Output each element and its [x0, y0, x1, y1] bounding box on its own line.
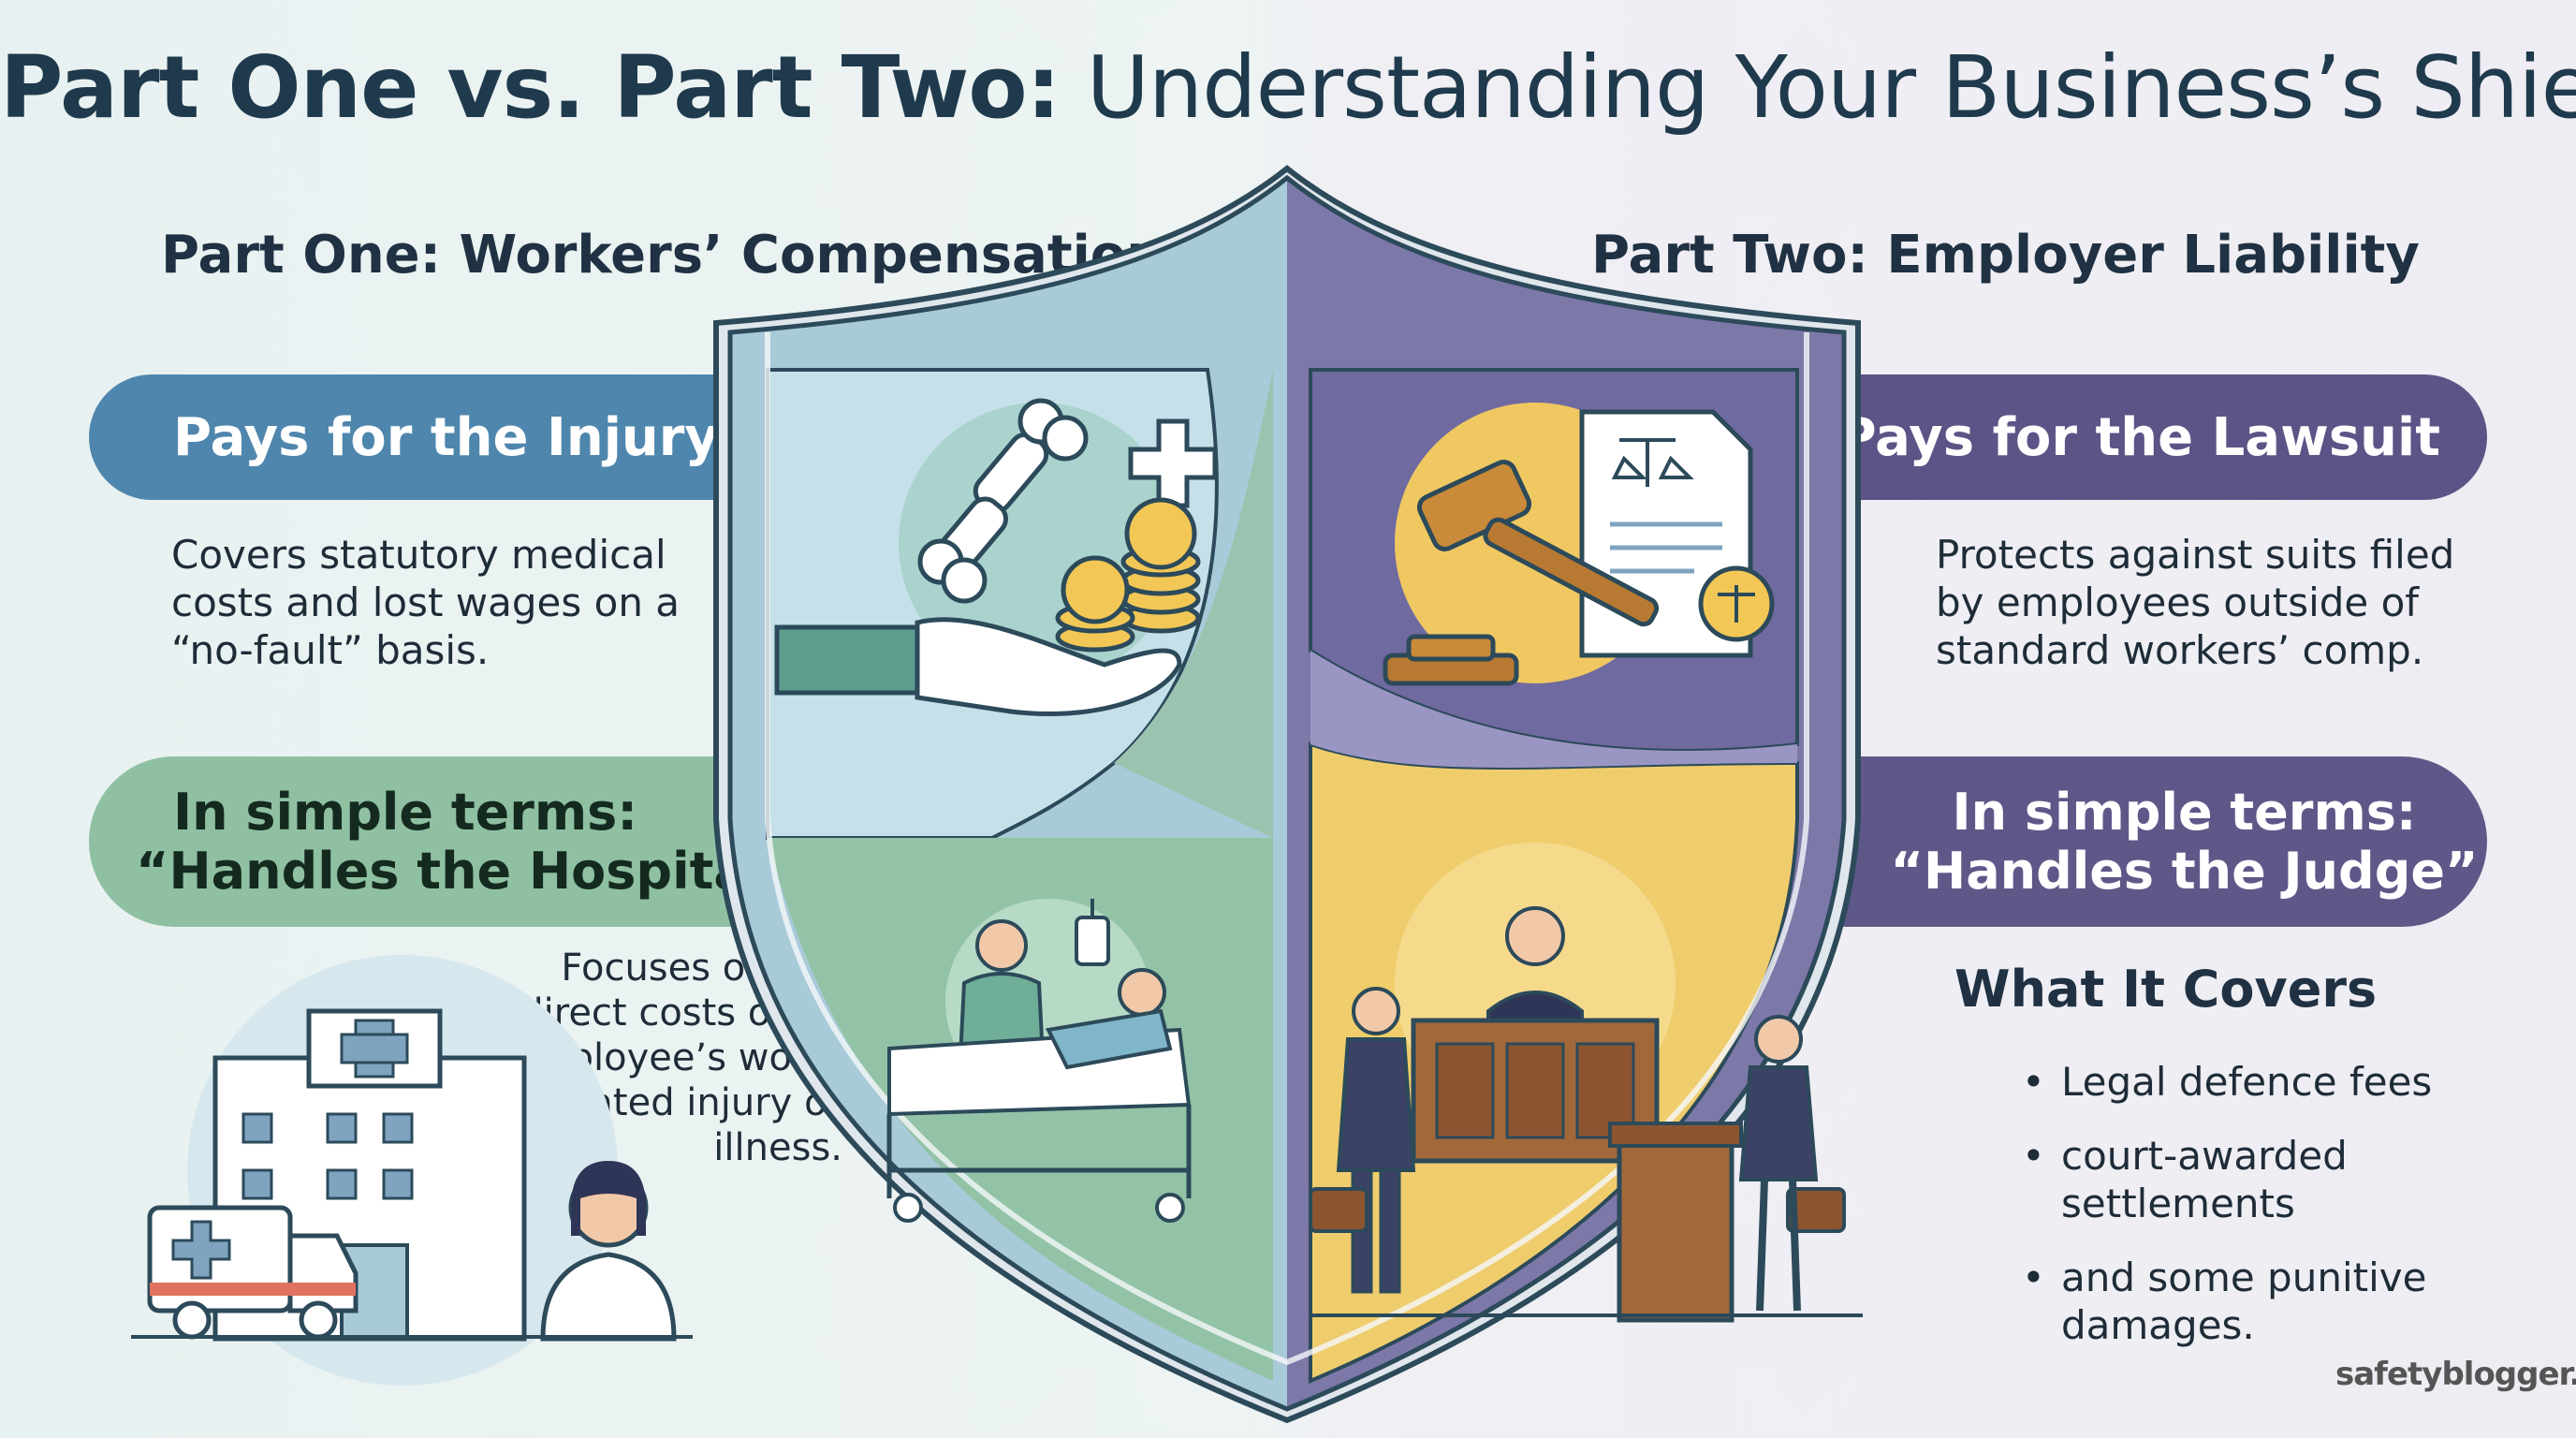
watermark-text: safetyblogger. — [2335, 1356, 2576, 1393]
hospital-illustration — [131, 955, 693, 1386]
covers-list: Legal defence fees court-awarded settlem… — [2022, 1058, 2509, 1375]
iv-drip-icon — [1075, 899, 1110, 966]
page-title: Part One vs. Part Two: Understanding You… — [0, 37, 2576, 138]
pays-injury-label: Pays for the Injury — [173, 406, 719, 468]
simple-terms-label-left: In simple terms: — [173, 783, 637, 842]
left-heading: Part One: Workers’ Compensation — [161, 225, 1164, 286]
pays-lawsuit-pill: Pays for the Lawsuit — [1760, 374, 2487, 500]
handles-judge-label: “Handles the Judge” — [1890, 842, 2479, 901]
doctor-icon — [540, 1161, 677, 1342]
judge-bench — [1411, 1018, 1660, 1164]
covers-item: and some punitive damages. — [2022, 1254, 2509, 1349]
lawsuit-illustration — [1383, 403, 1775, 686]
handles-hospital-label: “Handles the Hospital” — [136, 842, 798, 901]
title-light: Understanding Your Business’s Shield — [1086, 37, 2576, 138]
simple-terms-label-right: In simple terms: — [1952, 783, 2417, 842]
covers-item: court-awarded settlements — [2022, 1132, 2509, 1227]
lawyer-icon — [1336, 987, 1416, 1294]
hand-icon — [774, 617, 1182, 716]
left-description: Covers statutory medical costs and lost … — [171, 532, 681, 673]
hospital-bed-icon — [886, 968, 1192, 1223]
briefcase-icon — [1310, 1187, 1846, 1233]
right-description: Protects against suits filed by employee… — [1936, 532, 2455, 673]
injury-compensation-illustration — [774, 398, 1218, 716]
coins-icon — [1055, 497, 1201, 653]
right-heading: Part Two: Employer Liability — [1591, 225, 2420, 286]
scales-icon — [1698, 565, 1775, 642]
covers-item: Legal defence fees — [2022, 1058, 2509, 1106]
gavel-icon — [1383, 460, 1660, 686]
what-it-covers-heading: What It Covers — [1954, 960, 2378, 1019]
broken-bone-icon — [917, 398, 1089, 604]
pays-lawsuit-label: Pays for the Lawsuit — [1837, 406, 2440, 468]
title-bold: Part One vs. Part Two: — [0, 37, 1061, 138]
courtroom-illustration — [1310, 843, 1863, 1323]
podium-icon — [1608, 1122, 1743, 1323]
ambulance-icon — [147, 1205, 359, 1340]
watermark-logo: safetyblogger.com — [2335, 1356, 2576, 1393]
hospital-icon — [212, 1008, 527, 1342]
medical-cross-icon — [1128, 418, 1218, 508]
simple-terms-judge-pill: In simple terms: “Handles the Judge” — [1760, 756, 2487, 927]
hospital-bed-illustration — [886, 899, 1192, 1223]
lawyer-woman-icon — [1738, 1015, 1819, 1312]
